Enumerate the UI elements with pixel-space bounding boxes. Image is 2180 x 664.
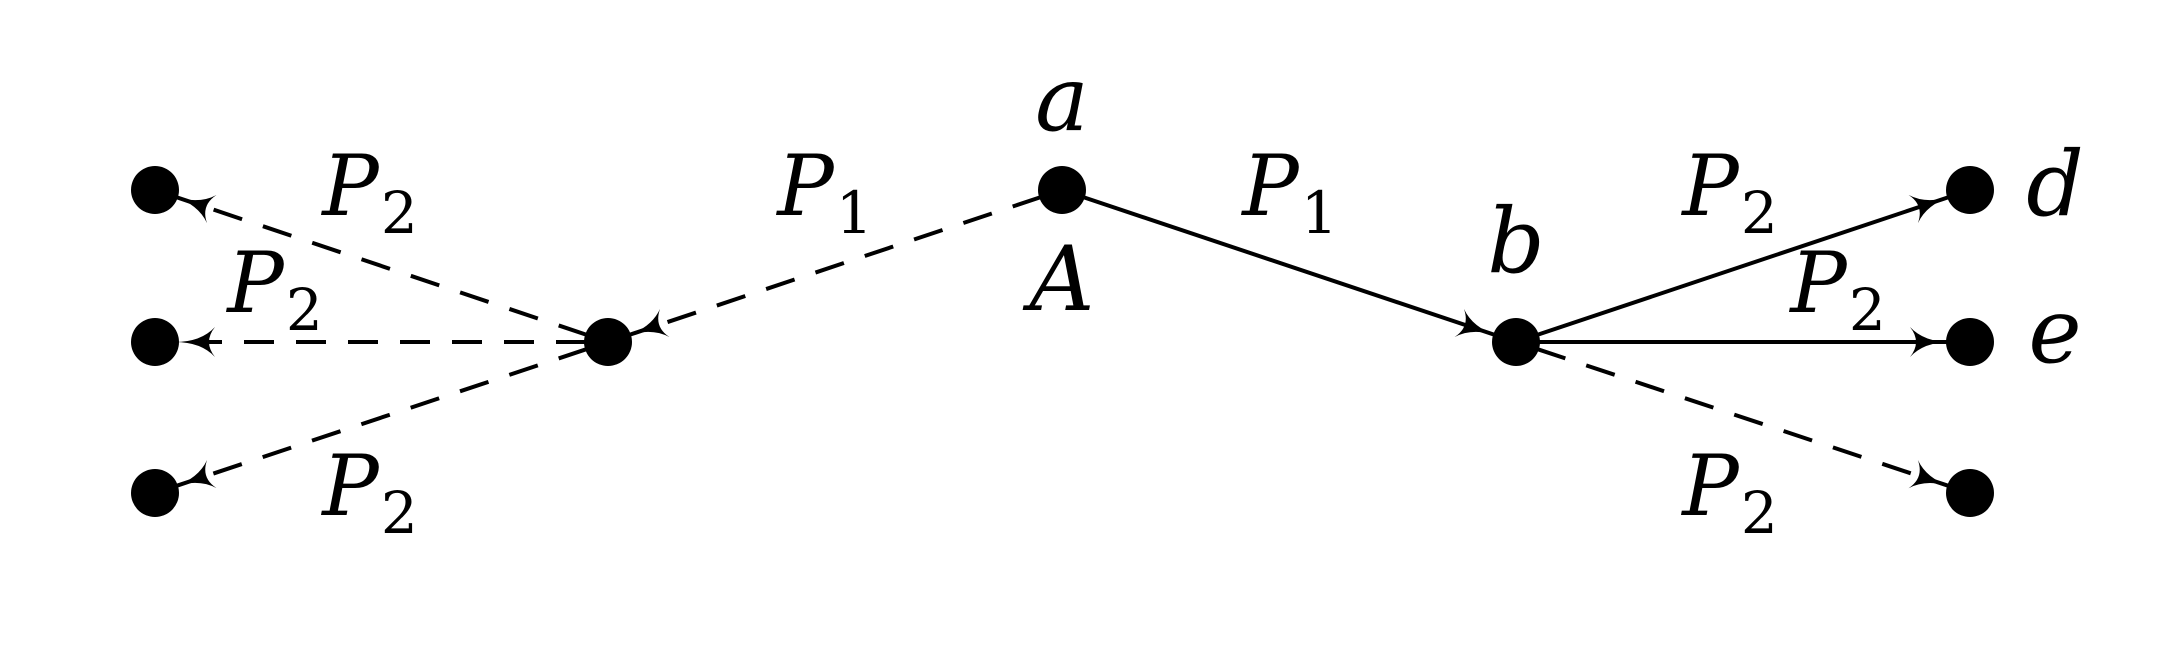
edges-layer <box>173 194 1952 489</box>
node-label-d: d <box>2026 132 2084 237</box>
edge-label-subscript: 1 <box>1301 179 1338 247</box>
annotation-A: A <box>1023 227 1095 332</box>
edge-label-subscript: 2 <box>381 479 418 547</box>
edge-label-m-to-l1: P2 <box>320 137 417 247</box>
edge-label-base: P <box>775 137 835 235</box>
edge-label-subscript: 2 <box>1849 276 1886 344</box>
edge-label-subscript: 2 <box>286 276 323 344</box>
node-m <box>584 318 632 366</box>
edge-label-base: P <box>320 137 380 235</box>
node-label-a: a <box>1035 47 1089 152</box>
edge-label-b-to-d: P2 <box>1680 137 1777 247</box>
edge-label-base: P <box>320 437 380 535</box>
edge-label-base: P <box>225 234 285 332</box>
edge-label-b-to-r3: P2 <box>1680 437 1777 547</box>
edge-label-subscript: 2 <box>1741 179 1778 247</box>
node-d <box>1946 166 1994 214</box>
edge-label-a-to-m: P1 <box>775 137 872 247</box>
edge-label-m-to-l3: P2 <box>320 437 417 547</box>
edge-label-m-to-l2: P2 <box>225 234 322 344</box>
edge-m-to-l3 <box>173 347 588 489</box>
node-l3 <box>131 469 179 517</box>
edge-b-to-r3 <box>1536 347 1952 489</box>
node-label-b: b <box>1487 189 1545 294</box>
node-l1 <box>131 166 179 214</box>
edge-a-to-m <box>626 195 1042 338</box>
edge-b-to-d <box>1536 194 1952 337</box>
edge-label-subscript: 1 <box>836 179 873 247</box>
edge-label-base: P <box>1680 437 1740 535</box>
edge-a-to-b <box>1082 195 1498 338</box>
node-a <box>1038 166 1086 214</box>
node-e <box>1946 318 1994 366</box>
node-b <box>1492 318 1540 366</box>
edge-label-base: P <box>1240 137 1300 235</box>
edge-m-to-l1 <box>173 194 588 337</box>
node-r3 <box>1946 469 1994 517</box>
node-label-e: e <box>2028 279 2081 384</box>
edge-label-base: P <box>1788 234 1848 332</box>
edge-label-base: P <box>1680 137 1740 235</box>
edge-label-subscript: 2 <box>1741 479 1778 547</box>
edge-label-subscript: 2 <box>381 179 418 247</box>
edge-label-a-to-b: P1 <box>1240 137 1337 247</box>
edge-label-b-to-e: P2 <box>1788 234 1885 344</box>
nodes-layer <box>131 166 1994 517</box>
node-l2 <box>131 318 179 366</box>
